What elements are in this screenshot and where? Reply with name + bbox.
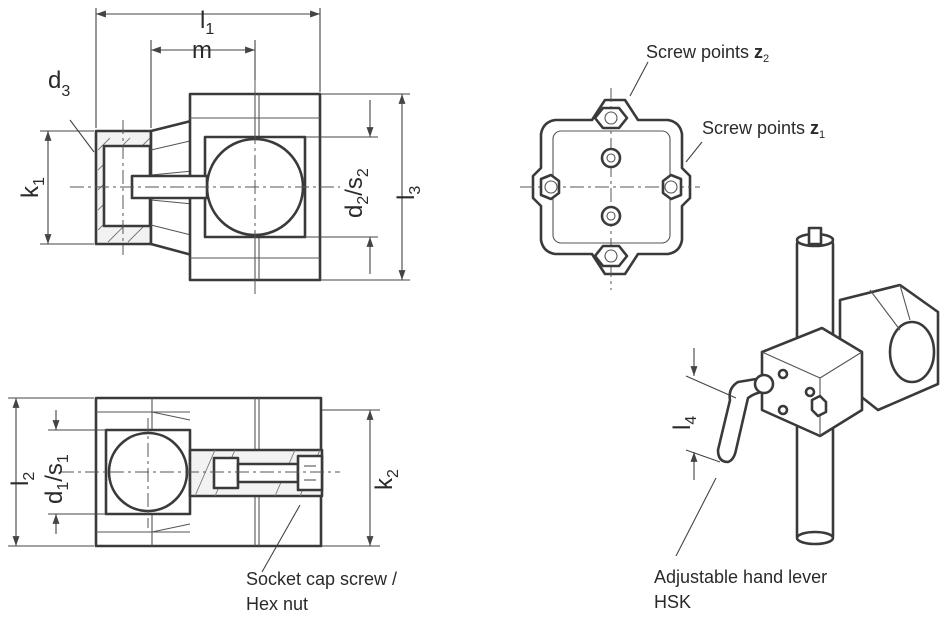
label-d2-s2: d2/s2	[341, 168, 372, 218]
screw-point-z1-top	[600, 147, 622, 169]
isometric-view	[675, 226, 940, 557]
hex-nut	[296, 454, 324, 492]
screw-shank	[236, 462, 300, 484]
label-k1: k1	[17, 177, 48, 198]
screw-head	[212, 456, 240, 490]
screw-point-z2-bottom	[593, 244, 629, 268]
iso-front-clamp	[760, 326, 864, 438]
side-view	[520, 61, 703, 290]
label-k2: k2	[371, 469, 402, 490]
callout-screw-points-z1: Screw points z1	[702, 118, 825, 141]
callout-labels: Screw points z2 Screw points z1 Socket c…	[246, 42, 827, 614]
callout-hand-lever-line2: HSK	[654, 592, 691, 612]
label-l3: l3	[393, 186, 424, 200]
top-view	[8, 396, 380, 573]
screw-point-z2-right	[661, 173, 683, 201]
label-l4: l4	[669, 416, 700, 430]
label-d1-s1: d1/s1	[41, 454, 72, 504]
iso-hand-lever	[716, 376, 766, 464]
label-l1: l1	[200, 7, 214, 38]
callout-socket-cap-line2: Hex nut	[246, 594, 308, 614]
front-view	[40, 8, 410, 295]
label-l2: l2	[7, 472, 38, 486]
callout-socket-cap-line1: Socket cap screw /	[246, 569, 397, 589]
screw-point-z1-bottom	[600, 205, 622, 227]
side-outline	[531, 98, 692, 276]
label-m: m	[192, 37, 212, 64]
dimension-labels: l1 m d3 k1 d2/s2 l3 l2 d1/s1 k2 l4	[7, 7, 700, 504]
callout-screw-points-z2: Screw points z2	[646, 42, 769, 65]
callout-hand-lever-line1: Adjustable hand lever	[654, 567, 827, 587]
screw-point-z2-top	[593, 106, 629, 130]
label-d3: d3	[48, 67, 70, 100]
screw-point-z2-left	[539, 173, 561, 201]
